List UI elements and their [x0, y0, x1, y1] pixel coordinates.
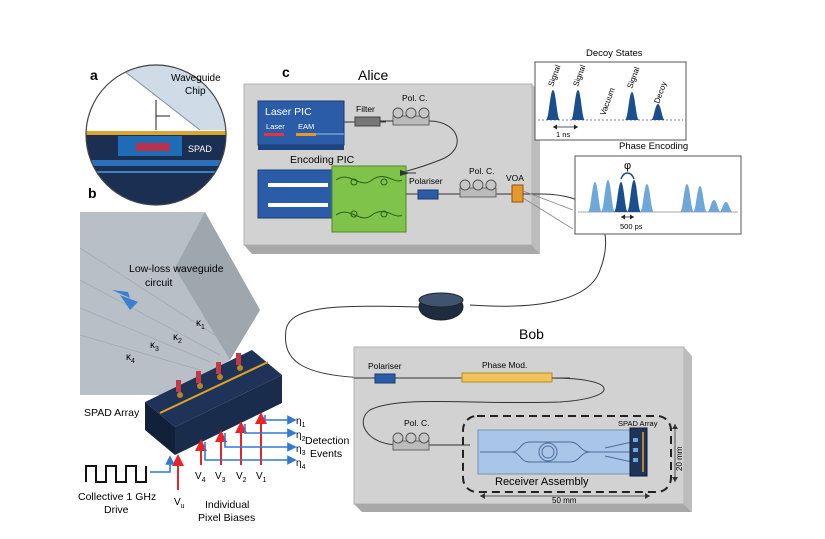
spad-label-a: SPAD — [188, 144, 212, 154]
spad-array-label-c: SPAD Array — [618, 419, 658, 428]
encoding-pic-green — [331, 165, 407, 233]
laser-label: Laser — [266, 122, 285, 131]
svg-text:V4: V4 — [195, 471, 206, 484]
voa-label: VOA — [506, 173, 524, 183]
dim-20mm-label: 20 mm — [675, 446, 684, 471]
voa-component — [511, 184, 524, 203]
svg-text:η4: η4 — [296, 458, 306, 471]
eta-1: η — [296, 416, 302, 427]
v-3: V — [215, 471, 222, 482]
svg-text:κ2: κ2 — [173, 332, 182, 345]
v-4: V — [195, 471, 202, 482]
svg-text:V1: V1 — [256, 471, 267, 484]
svg-text:η3: η3 — [296, 444, 306, 457]
detection-line1: Detection — [305, 435, 350, 447]
panel-c-letter: c — [282, 64, 290, 80]
phase-title: Phase Encoding — [619, 141, 688, 152]
alice-title: Alice — [358, 67, 389, 83]
phase-arc-icon — [620, 172, 635, 180]
polariser-2 — [374, 373, 396, 384]
panel-a: a Waveguide Chip SPAD — [85, 64, 227, 206]
panel-b: b Low-loss waveguide circuit κ1 κ2 κ3 κ4… — [78, 185, 350, 524]
v-u: V — [174, 497, 181, 508]
decoy-title: Decoy States — [586, 48, 643, 59]
lowloss-line2: circuit — [145, 277, 173, 289]
filter-label: Filter — [356, 104, 375, 114]
pol-c-2-label: Pol. C. — [469, 166, 495, 176]
svg-text:η2: η2 — [296, 430, 306, 443]
phase-phi: φ — [624, 160, 631, 172]
drive-line1: Collective 1 GHz — [78, 491, 156, 503]
svg-text:κ4: κ4 — [126, 352, 135, 365]
eam-label: EAM — [298, 122, 314, 131]
encoding-pic-label: Encoding PIC — [290, 154, 355, 166]
biases-line2: Pixel Biases — [198, 512, 255, 524]
svg-text:V2: V2 — [236, 471, 247, 484]
bob-title: Bob — [519, 326, 544, 342]
eta-4: η — [296, 458, 302, 469]
drive-line2: Drive — [104, 504, 129, 516]
square-wave-icon — [85, 465, 147, 483]
polariser-1 — [417, 189, 439, 200]
receiver-assembly-label: Receiver Assembly — [495, 476, 589, 488]
phase-mod-label: Phase Mod. — [482, 360, 527, 370]
encoding-pic-left — [257, 169, 333, 219]
phase-scale-label: 500 ps — [620, 222, 643, 231]
phase-encoding-inset: Phase Encoding φ 500 ps — [574, 141, 742, 235]
dim-50mm-label: 50 mm — [552, 496, 577, 505]
laser-pic-label: Laser PIC — [265, 106, 312, 118]
polariser-1-label: Polariser — [409, 176, 443, 186]
panel-c: c Alice Laser PIC Laser EAM Filter Pol. … — [243, 64, 692, 512]
kappa-1: κ — [196, 318, 202, 329]
v-1: V — [256, 471, 263, 482]
chip-label: Chip — [185, 86, 206, 97]
svg-text:V3: V3 — [215, 471, 226, 484]
eta-3: η — [296, 444, 302, 455]
lowloss-line1: Low-loss waveguide — [129, 263, 224, 275]
decoy-states-inset: Decoy States Signal Signal Vacuum Signal… — [534, 48, 687, 141]
svg-text:Vu: Vu — [174, 497, 185, 510]
kappa-4: κ — [126, 352, 132, 363]
panel-a-letter: a — [90, 67, 98, 83]
spad-array-label: SPAD Array — [84, 407, 140, 419]
svg-text:η1: η1 — [296, 416, 306, 429]
arrow-icon — [112, 290, 138, 310]
detection-line2: Events — [310, 448, 342, 460]
waveguide-label: Waveguide — [171, 73, 221, 84]
spad-array-chip — [629, 427, 648, 477]
pol-c-3-label: Pol. C. — [404, 418, 430, 428]
eta-2: η — [296, 430, 302, 441]
svg-text:κ1: κ1 — [196, 318, 205, 331]
receiver-assembly-outline — [462, 415, 672, 493]
kappa-2: κ — [173, 332, 179, 343]
laser-pic — [257, 100, 345, 146]
biases-line1: Individual — [205, 499, 249, 511]
polariser-2-label: Polariser — [368, 361, 402, 371]
decoy-scale-label: 1 ns — [556, 130, 570, 139]
phase-mod — [461, 372, 553, 383]
v-2: V — [236, 471, 243, 482]
pol-c-1-label: Pol. C. — [402, 93, 428, 103]
filter-component — [354, 116, 381, 127]
panel-b-letter: b — [88, 185, 97, 201]
svg-text:κ3: κ3 — [150, 340, 159, 353]
kappa-3: κ — [150, 340, 156, 351]
